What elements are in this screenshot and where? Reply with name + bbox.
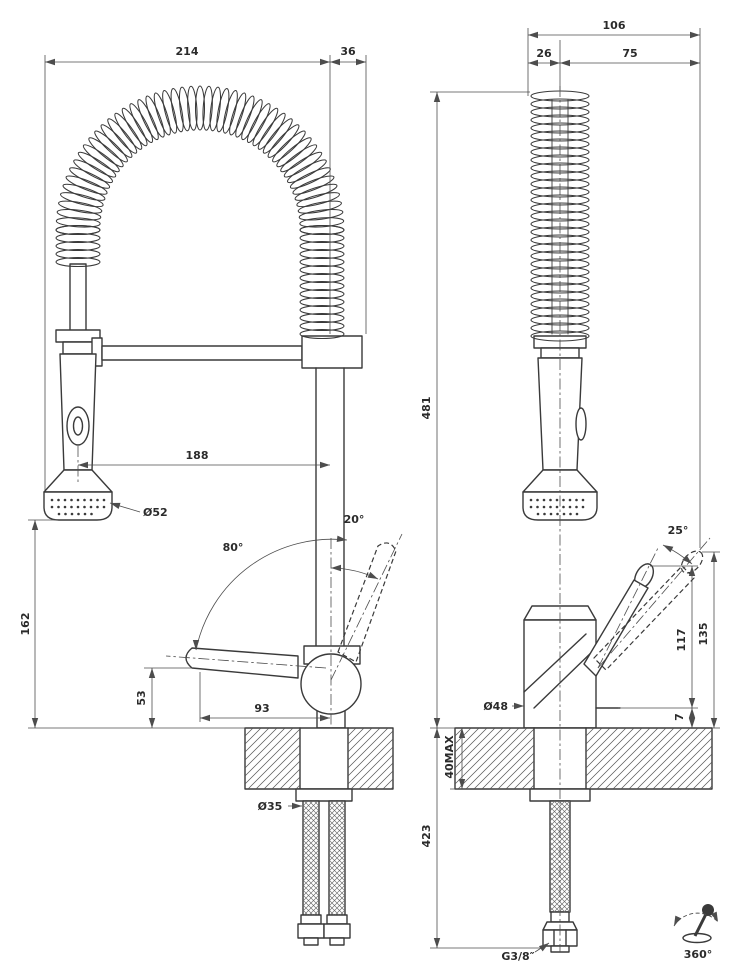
dim-label-handle-clearance: 53: [135, 690, 148, 705]
dimension-lines: [28, 28, 720, 953]
dim-label-base-gap: 7: [673, 713, 686, 721]
dimension-labels: 214 36 188 Ø52 162 53 93 80° 20° Ø35 106…: [19, 19, 712, 963]
spray-nozzle-dots: [50, 498, 585, 516]
dim-label-spray-diameter: Ø52: [143, 506, 168, 519]
deck-hatching: [244, 727, 713, 790]
dim-label-spray-reach: 188: [186, 449, 209, 462]
dim-label-handle-height: 117: [675, 629, 688, 652]
dim-label-handle-swing: 80°: [223, 541, 244, 554]
front-view-spray-assembly: [43, 263, 363, 521]
dim-label-depth-front: 75: [622, 47, 637, 60]
icon-knob: [702, 904, 714, 916]
icon-stem: [693, 913, 708, 937]
dim-label-handle-tilt-side: 25°: [668, 524, 689, 537]
dim-label-handle-height-max: 135: [697, 623, 710, 646]
dim-label-deck-max: 40MAX: [443, 735, 456, 779]
dim-label-spray-height: 162: [19, 613, 32, 636]
dim-label-body-diameter: Ø48: [483, 700, 508, 713]
dim-label-hole-diameter: Ø35: [258, 800, 283, 813]
center-lines: [77, 86, 711, 952]
hose-braiding: [302, 800, 571, 916]
dim-label-total-reach: 214: [176, 45, 199, 58]
dim-label-handle-reach: 93: [254, 702, 269, 715]
dim-label-height: 481: [420, 397, 433, 420]
dim-label-depth-total: 106: [603, 19, 626, 32]
dim-label-offset: 36: [340, 45, 356, 58]
dimension-arrowheads: [31, 31, 718, 952]
dim-label-rotation: 360°: [684, 948, 712, 961]
dim-label-hose-length: 423: [420, 825, 433, 848]
dim-label-handle-tilt-front: 20°: [344, 513, 365, 526]
dim-label-thread: G3/8″: [501, 950, 534, 963]
dim-label-depth-rear: 26: [536, 47, 552, 60]
swivel-rotation-icon: [673, 904, 719, 944]
